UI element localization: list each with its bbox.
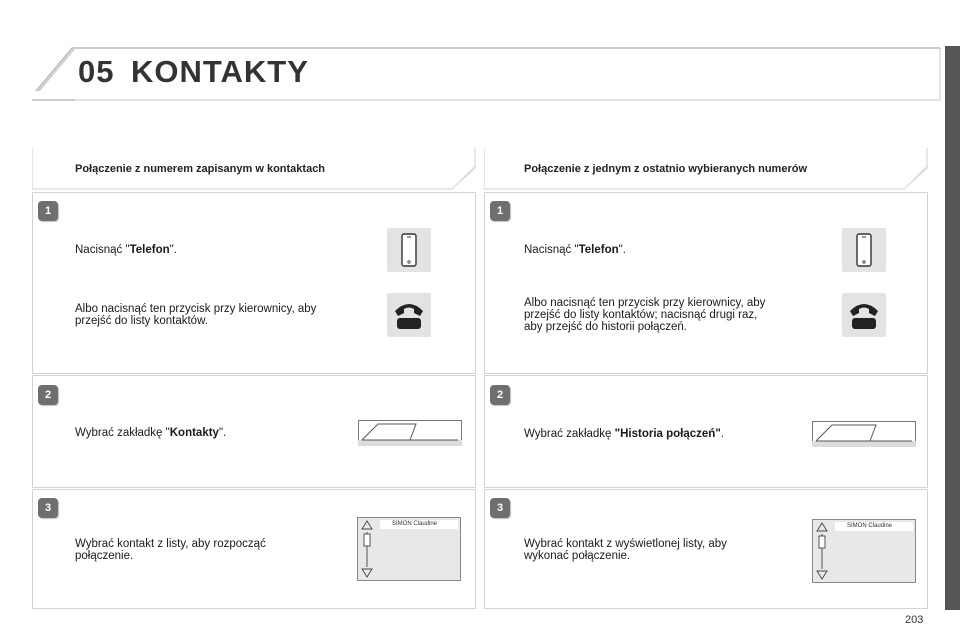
step-text: Albo nacisnąć ten przycisk przy kierowni… — [75, 303, 317, 327]
chapter-sidebar-tab — [945, 46, 960, 610]
step-panel — [484, 192, 928, 374]
telephone-handset-icon — [387, 293, 431, 337]
section-heading-left: Połączenie z numerem zapisanym w kontakt… — [75, 163, 326, 175]
step-number-badge: 3 — [38, 498, 58, 518]
contacts-tab-image — [358, 420, 462, 446]
page-number: 203 — [905, 614, 924, 626]
step-number-badge: 1 — [490, 201, 510, 221]
step-number-badge: 1 — [38, 201, 58, 221]
section-heading-frame — [484, 148, 928, 190]
contact-list-screen: SIMON Claudine — [812, 519, 916, 583]
step-text: Wybrać zakładkę "Kontakty". — [75, 427, 227, 439]
step-text: Albo nacisnąć ten przycisk przy kierowni… — [524, 297, 766, 333]
telephone-handset-icon — [842, 293, 886, 337]
smartphone-icon — [842, 228, 886, 272]
section-heading-frame — [32, 148, 476, 190]
step-number-badge: 2 — [490, 385, 510, 405]
step-text: Nacisnąć "Telefon". — [75, 244, 177, 256]
step-text: Wybrać zakładkę "Historia połączeń". — [524, 428, 724, 440]
chapter-header-frame — [32, 47, 941, 101]
contact-list-entry: SIMON Claudine — [380, 520, 458, 529]
chapter-title: KONTAKTY — [131, 54, 309, 89]
step-text: Wybrać kontakt z wyświetlonej listy, aby… — [524, 538, 727, 562]
contact-list-entry: SIMON Claudine — [835, 522, 913, 531]
call-history-tab-image — [812, 421, 916, 447]
step-panel — [32, 192, 476, 374]
contact-list-screen: SIMON Claudine — [357, 517, 461, 581]
step-text: Nacisnąć "Telefon". — [524, 244, 626, 256]
step-number-badge: 3 — [490, 498, 510, 518]
step-number-badge: 2 — [38, 385, 58, 405]
section-heading-right: Połączenie z jednym z ostatnio wybierany… — [524, 163, 808, 175]
chapter-number: 05 — [78, 54, 115, 89]
smartphone-icon — [387, 228, 431, 272]
